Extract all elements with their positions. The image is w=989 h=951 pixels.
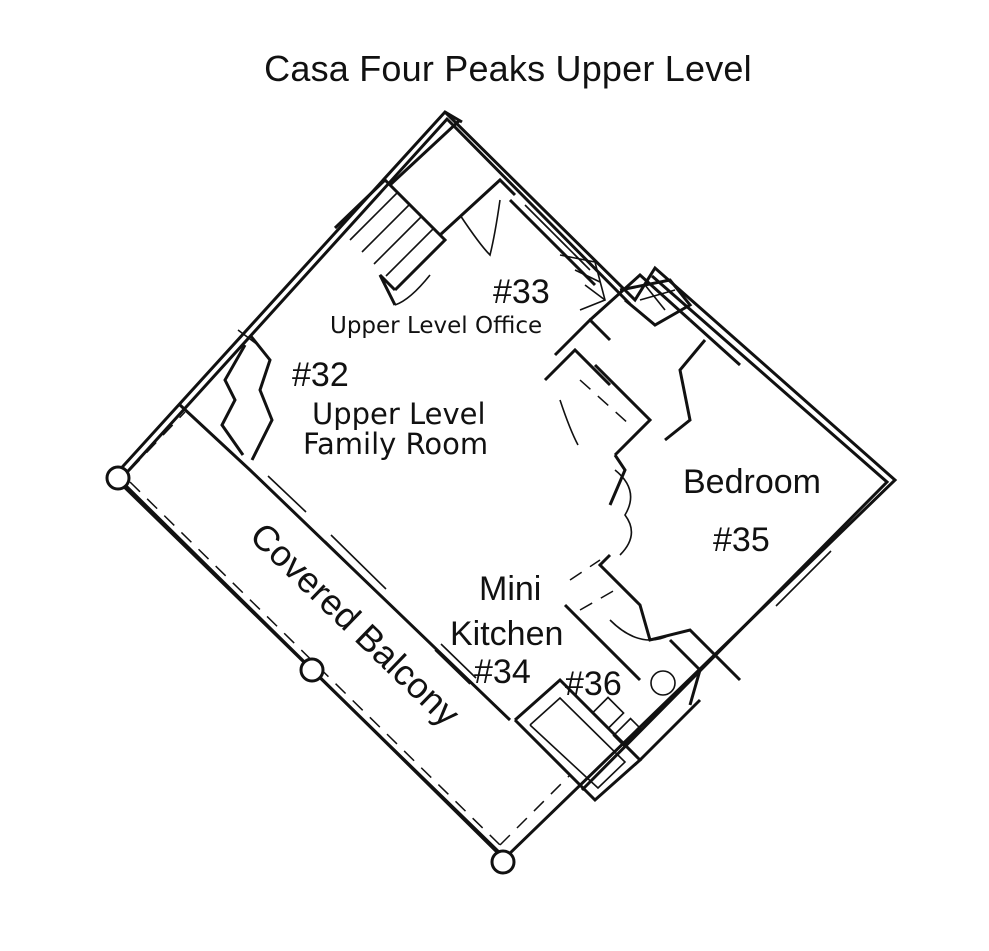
staircase (333, 118, 462, 306)
bathroom-fixtures (513, 638, 702, 803)
interior-walls (543, 272, 832, 682)
toilet-icon (650, 670, 676, 696)
office-name: Upper Level Office (330, 313, 542, 339)
kitchen-name-1: Mini (479, 570, 541, 608)
bath-number: #36 (565, 665, 622, 703)
balcony-column (105, 465, 131, 491)
bedroom-number: #35 (713, 521, 770, 559)
balcony-name: Covered Balcony (242, 514, 468, 734)
hallway-closet (438, 177, 606, 311)
fireplace (220, 329, 274, 461)
family-room-number: #32 (292, 356, 349, 394)
balcony-structure (105, 403, 571, 875)
sink-icon (591, 696, 625, 730)
family-room-name-1: Upper Level (312, 397, 486, 431)
balcony-column (490, 849, 516, 875)
plan-title: Casa Four Peaks Upper Level (264, 48, 752, 89)
bedroom-name: Bedroom (683, 463, 821, 501)
kitchen-name-2: Kitchen (450, 615, 563, 653)
balcony-windows (261, 475, 477, 685)
office-number: #33 (493, 273, 550, 311)
kitchen-number: #34 (474, 653, 531, 691)
family-room-name-2: Family Room (303, 427, 488, 461)
balcony-column (299, 657, 325, 683)
